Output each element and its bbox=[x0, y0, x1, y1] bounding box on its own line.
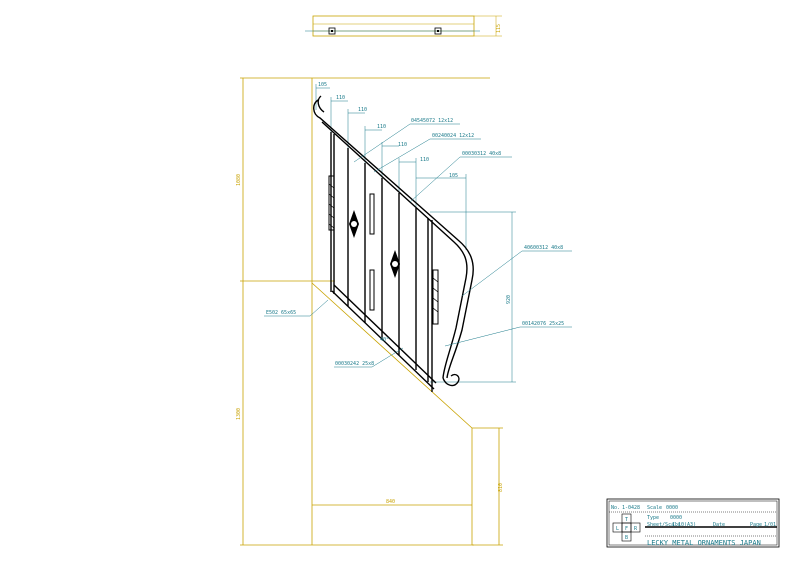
tb-sheet-label: Sheet/Scale bbox=[647, 522, 680, 528]
title-block: T L F R B No. 1-0428 Scale 0000 Type 000… bbox=[606, 498, 780, 548]
view-letter-front: F bbox=[625, 526, 628, 532]
tb-no-label: No. bbox=[611, 505, 620, 511]
dim-rail-height: 920 bbox=[506, 295, 512, 304]
view-letter-top: T bbox=[625, 517, 628, 523]
view-letter-bottom: B bbox=[625, 535, 628, 541]
tb-scale-label: Scale bbox=[647, 505, 662, 511]
view-letter-left: L bbox=[616, 526, 619, 532]
tb-page-label: Page bbox=[750, 522, 762, 528]
spacing-dimensions bbox=[315, 84, 516, 383]
angle-label: 40° bbox=[380, 337, 389, 343]
tb-type-value: 0000 bbox=[670, 515, 682, 521]
callout-5: 00142076 25x25 bbox=[522, 321, 564, 327]
railing-ornaments bbox=[328, 175, 439, 325]
spacing-2: 110 bbox=[336, 95, 345, 101]
callout-4: 40600312 40x8 bbox=[524, 245, 563, 251]
top-view-dim: 115 bbox=[496, 24, 502, 33]
railing bbox=[313, 95, 474, 392]
spacing-5: 110 bbox=[398, 142, 407, 148]
stair-outline bbox=[240, 77, 503, 546]
spacing-4: 110 bbox=[377, 124, 386, 130]
tb-page-value: 1/01 bbox=[764, 522, 776, 528]
dim-left-upper: 1080 bbox=[236, 174, 242, 186]
callout-6: 00030242 25x8 bbox=[335, 361, 374, 367]
tb-no-value: 1-0428 bbox=[622, 505, 640, 511]
callout-leaders bbox=[264, 123, 572, 368]
callout-2: 00240024 12x12 bbox=[432, 133, 474, 139]
top-view: 115 bbox=[305, 15, 502, 37]
tb-company: LECKY METAL ORNAMENTS JAPAN bbox=[647, 539, 761, 547]
spacing-3: 110 bbox=[358, 107, 367, 113]
spacing-7: 105 bbox=[449, 173, 458, 179]
dim-bottom-width: 840 bbox=[386, 499, 395, 505]
tb-scale-value: 0000 bbox=[666, 505, 678, 511]
dim-right-lower: 810 bbox=[498, 483, 504, 492]
tb-sheet-value: 1:10(A3) bbox=[672, 522, 696, 528]
tb-date-label: Date bbox=[713, 522, 725, 528]
view-letter-right: R bbox=[634, 526, 638, 532]
callout-1: 04545072 12x12 bbox=[411, 118, 453, 124]
spacing-1: 105 bbox=[318, 82, 327, 88]
spacing-6: 110 bbox=[420, 157, 429, 163]
callout-3: 00030312 40x8 bbox=[462, 151, 501, 157]
dim-left-lower: 1300 bbox=[236, 408, 242, 420]
tb-type-label: Type bbox=[647, 515, 659, 521]
callout-7: E502 65x65 bbox=[266, 310, 296, 316]
